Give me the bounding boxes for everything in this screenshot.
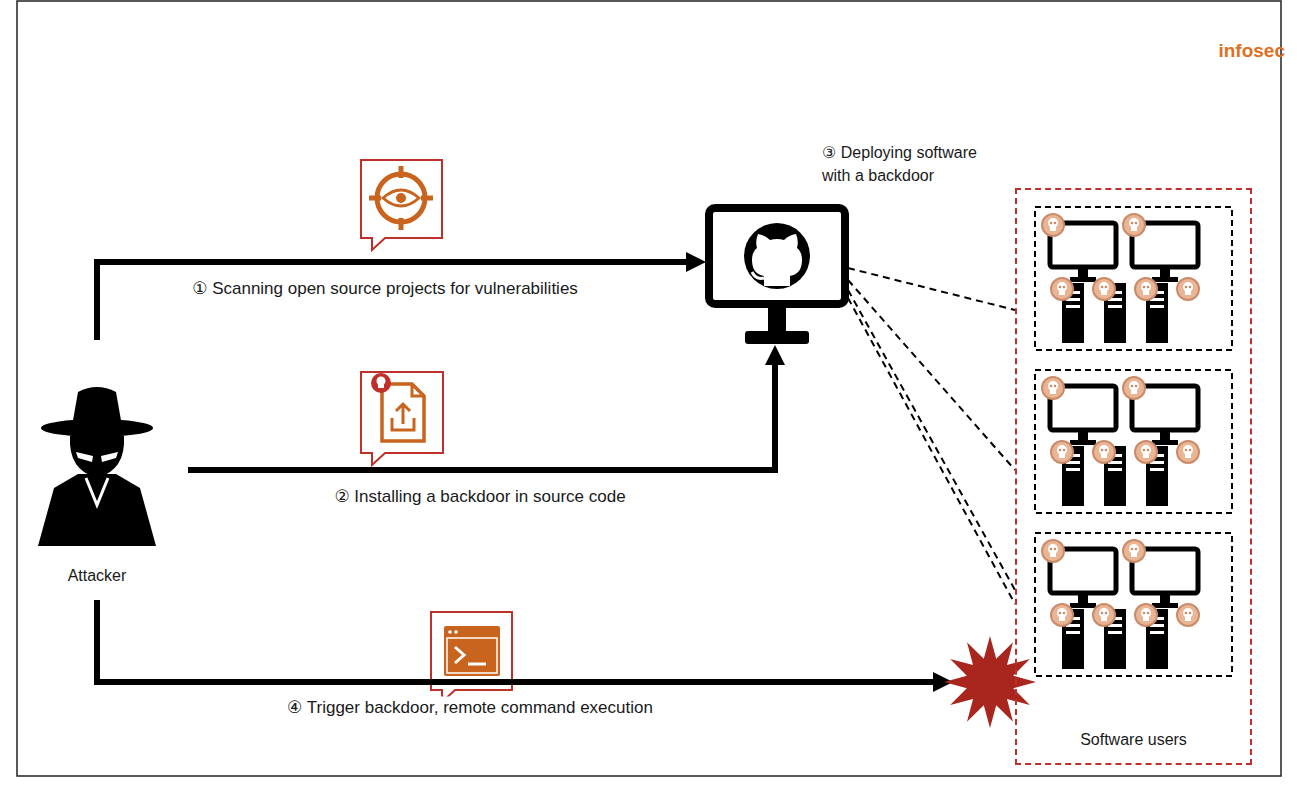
backdoor-file-icon [361,372,443,465]
impact-burst [944,636,1036,728]
impact-burst [944,636,1036,728]
computer-group [1035,370,1232,513]
terminal-icon [431,612,512,702]
node-label: Software users [1080,731,1187,749]
computer-group [1035,533,1232,676]
step-label: ① Scanning open source projects for vuln… [189,278,581,299]
frame [17,1,1281,776]
deploy-link [848,298,1015,604]
user-computers [1035,207,1232,676]
brand-logo: infosec [1218,40,1285,62]
scan-icon [361,160,442,250]
computer-group [1035,207,1232,350]
node-label: Attacker [68,567,127,585]
software-users-group: Software users [1015,188,1252,765]
deploy-link [848,268,1015,310]
github-monitor [709,208,845,344]
attack-arrow [97,600,935,682]
attacker-node: Attacker [6,340,188,600]
attack-arrow [188,363,775,470]
attack-arrow [97,262,688,340]
repository-node: ③ Deploying software with a backdoor [706,205,848,345]
step-label: ④ Trigger backdoor, remote command execu… [284,697,656,718]
step-label: ② Installing a backdoor in source code [331,486,628,507]
deploy-link [848,290,1015,590]
attacker-figure [38,387,156,546]
step-heading: ③ Deploying software with a backdoor [822,141,1007,187]
